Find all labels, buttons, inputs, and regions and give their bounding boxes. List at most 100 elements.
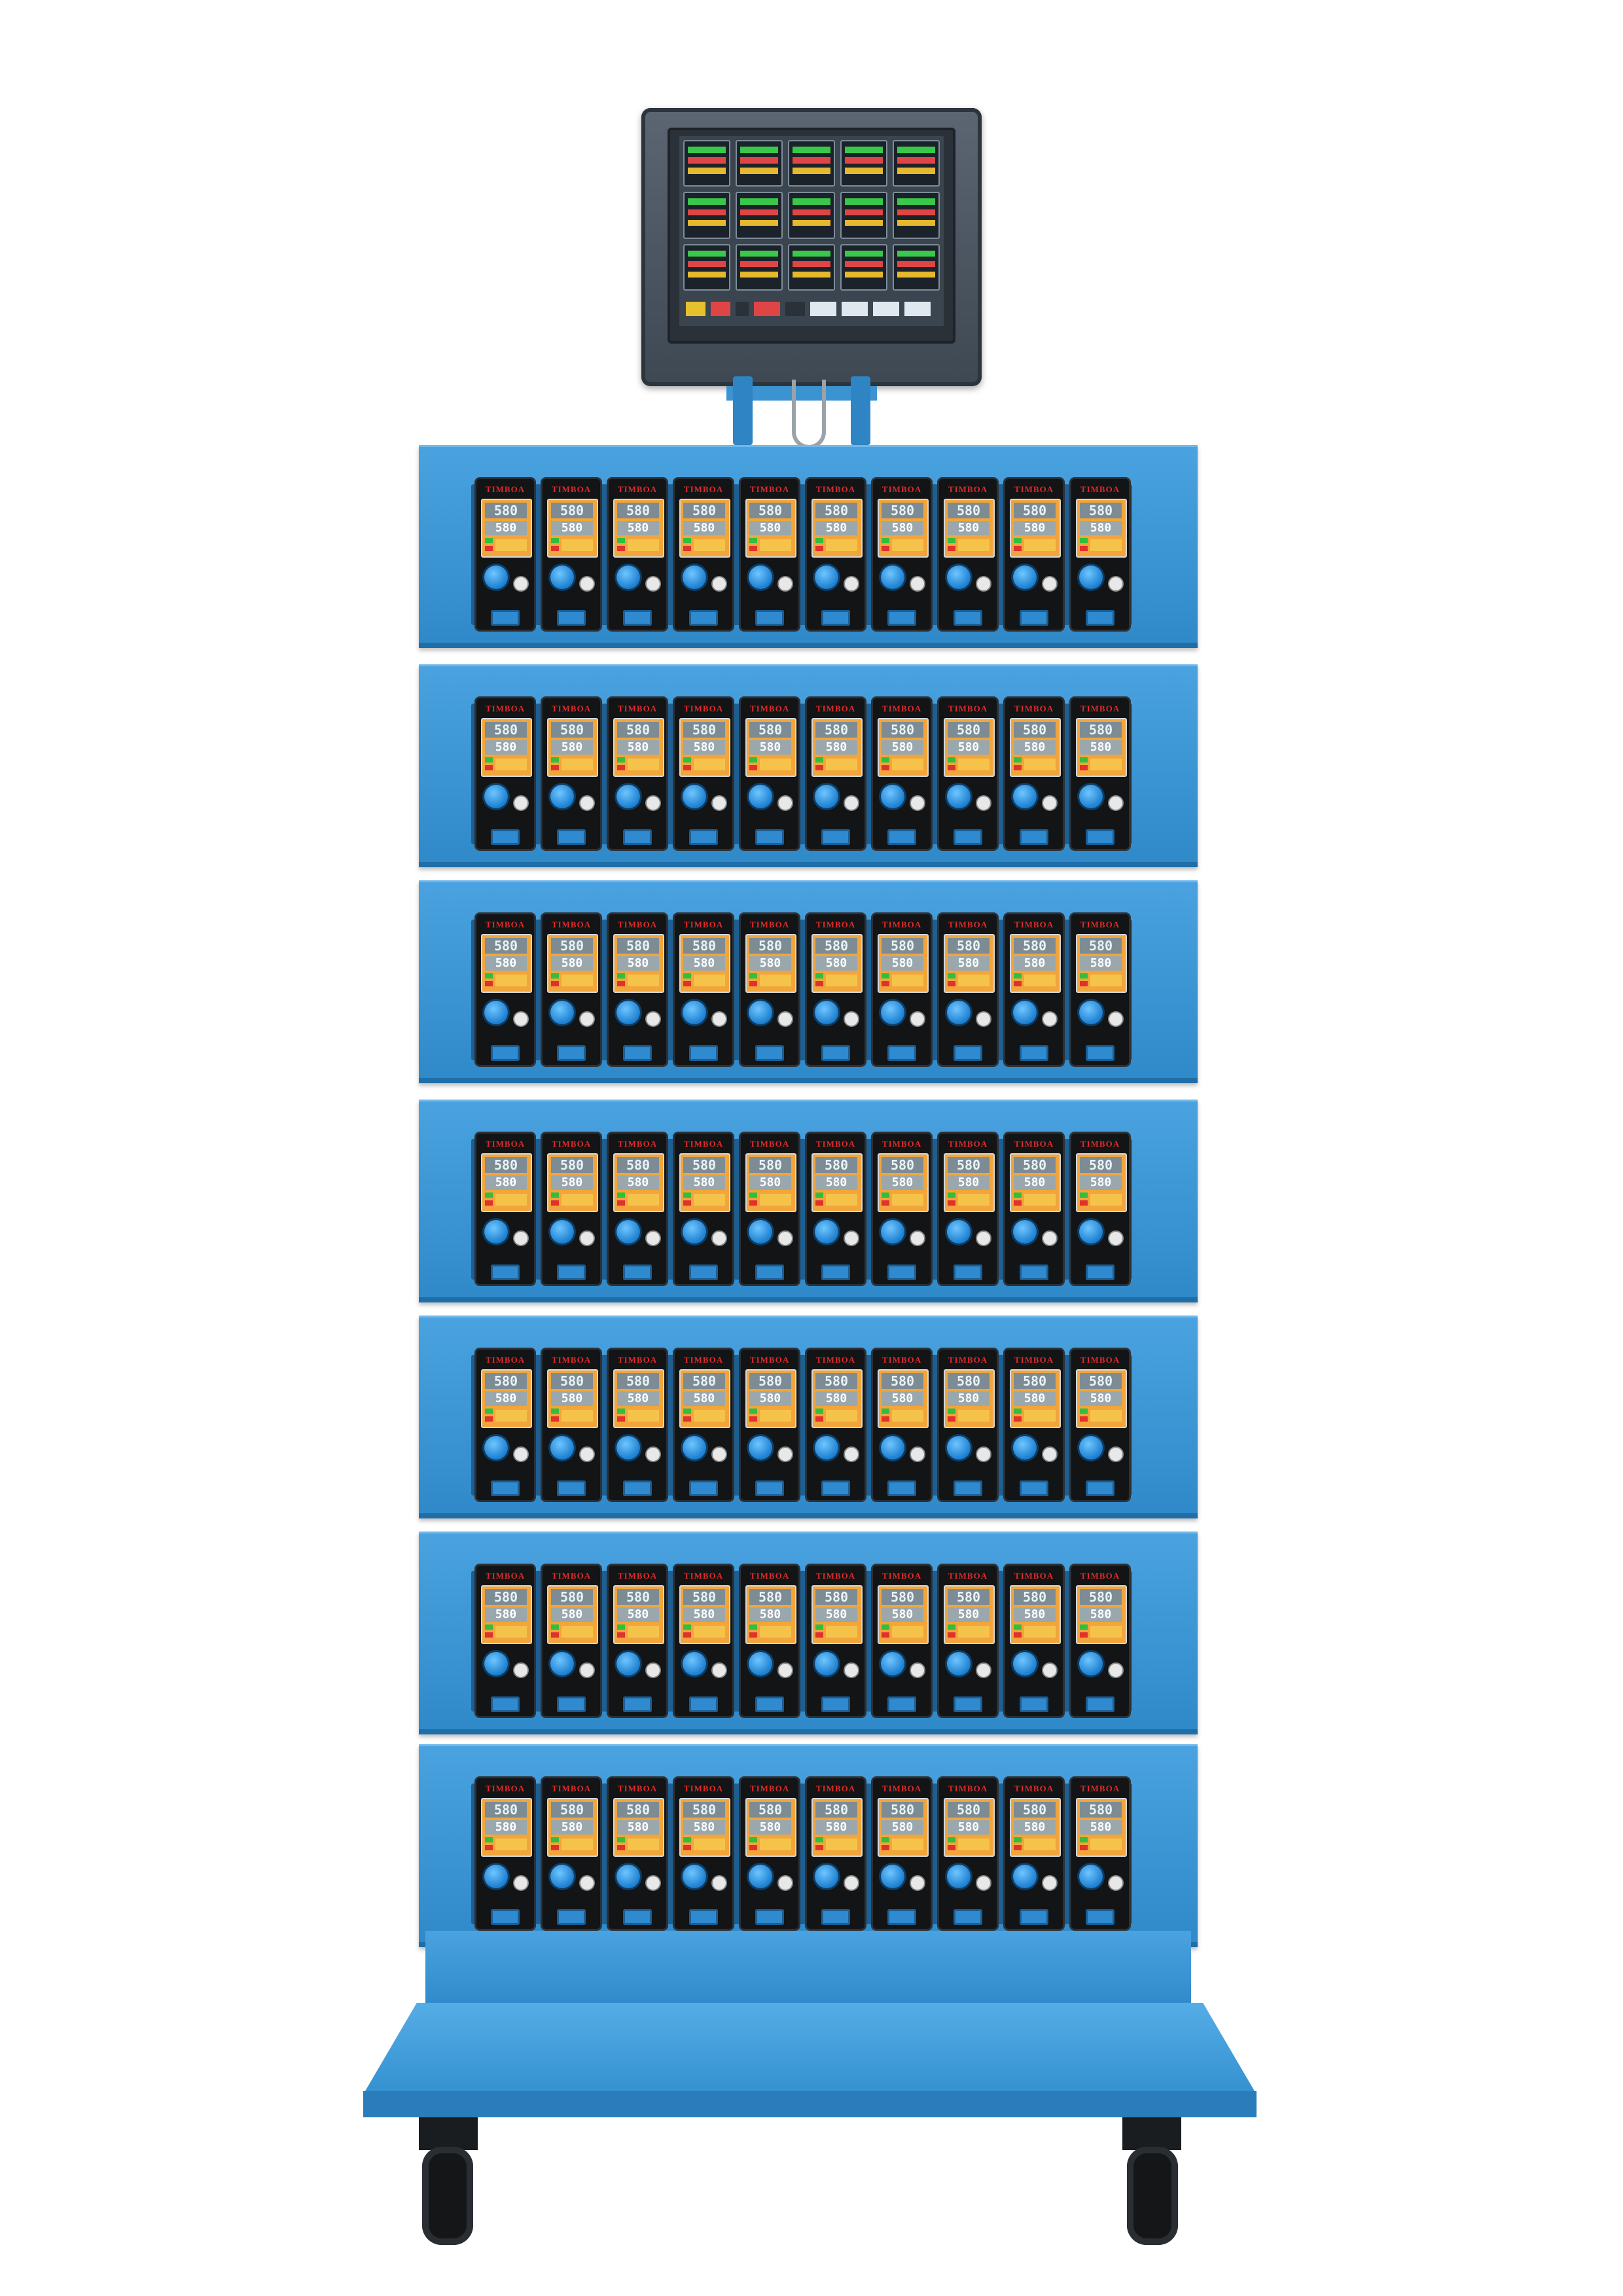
rotary-knob-icon[interactable] bbox=[550, 785, 574, 808]
screen-status-indicator[interactable] bbox=[785, 302, 805, 316]
round-button-icon[interactable] bbox=[647, 1664, 660, 1677]
rotary-knob-icon[interactable] bbox=[683, 565, 706, 589]
rotary-knob-icon[interactable] bbox=[683, 1001, 706, 1024]
round-button-icon[interactable] bbox=[845, 1664, 858, 1677]
screen-zone-tile[interactable] bbox=[683, 140, 730, 187]
rotary-knob-icon[interactable] bbox=[1013, 565, 1037, 589]
round-button-icon[interactable] bbox=[911, 577, 924, 590]
round-button-icon[interactable] bbox=[647, 577, 660, 590]
rotary-knob-icon[interactable] bbox=[616, 1865, 640, 1888]
round-button-icon[interactable] bbox=[514, 1232, 527, 1245]
round-button-icon[interactable] bbox=[977, 1448, 990, 1461]
touch-screen-display[interactable] bbox=[679, 136, 944, 326]
rotary-knob-icon[interactable] bbox=[1013, 1220, 1037, 1244]
rotary-knob-icon[interactable] bbox=[550, 1865, 574, 1888]
rotary-knob-icon[interactable] bbox=[815, 1865, 838, 1888]
round-button-icon[interactable] bbox=[911, 1448, 924, 1461]
round-button-icon[interactable] bbox=[1109, 1232, 1122, 1245]
screen-status-indicator[interactable] bbox=[754, 302, 780, 316]
rotary-knob-icon[interactable] bbox=[484, 1865, 508, 1888]
rotary-knob-icon[interactable] bbox=[616, 1001, 640, 1024]
round-button-icon[interactable] bbox=[911, 1232, 924, 1245]
round-button-icon[interactable] bbox=[580, 1013, 594, 1026]
round-button-icon[interactable] bbox=[713, 797, 726, 810]
rotary-knob-icon[interactable] bbox=[1013, 1865, 1037, 1888]
round-button-icon[interactable] bbox=[580, 1664, 594, 1677]
round-button-icon[interactable] bbox=[977, 577, 990, 590]
round-button-icon[interactable] bbox=[845, 1013, 858, 1026]
round-button-icon[interactable] bbox=[514, 797, 527, 810]
round-button-icon[interactable] bbox=[845, 1232, 858, 1245]
rotary-knob-icon[interactable] bbox=[616, 1652, 640, 1676]
screen-zone-tile[interactable] bbox=[736, 243, 783, 291]
round-button-icon[interactable] bbox=[580, 577, 594, 590]
rotary-knob-icon[interactable] bbox=[815, 565, 838, 589]
screen-zone-tile[interactable] bbox=[840, 243, 887, 291]
rotary-knob-icon[interactable] bbox=[1079, 1652, 1103, 1676]
round-button-icon[interactable] bbox=[911, 1664, 924, 1677]
rotary-knob-icon[interactable] bbox=[1013, 1001, 1037, 1024]
round-button-icon[interactable] bbox=[977, 1664, 990, 1677]
rotary-knob-icon[interactable] bbox=[947, 1001, 971, 1024]
round-button-icon[interactable] bbox=[1043, 577, 1056, 590]
screen-zone-tile[interactable] bbox=[840, 140, 887, 187]
rotary-knob-icon[interactable] bbox=[881, 1865, 904, 1888]
round-button-icon[interactable] bbox=[911, 1013, 924, 1026]
round-button-icon[interactable] bbox=[977, 1013, 990, 1026]
round-button-icon[interactable] bbox=[1109, 577, 1122, 590]
rotary-knob-icon[interactable] bbox=[749, 785, 772, 808]
rotary-knob-icon[interactable] bbox=[484, 1001, 508, 1024]
round-button-icon[interactable] bbox=[779, 577, 792, 590]
round-button-icon[interactable] bbox=[713, 1876, 726, 1890]
rotary-knob-icon[interactable] bbox=[947, 1436, 971, 1460]
round-button-icon[interactable] bbox=[580, 797, 594, 810]
rotary-knob-icon[interactable] bbox=[616, 1220, 640, 1244]
round-button-icon[interactable] bbox=[514, 1664, 527, 1677]
rotary-knob-icon[interactable] bbox=[881, 1001, 904, 1024]
screen-zone-tile[interactable] bbox=[683, 243, 730, 291]
screen-status-indicator[interactable] bbox=[904, 302, 931, 316]
rotary-knob-icon[interactable] bbox=[683, 1220, 706, 1244]
rotary-knob-icon[interactable] bbox=[749, 1220, 772, 1244]
rotary-knob-icon[interactable] bbox=[815, 1436, 838, 1460]
rotary-knob-icon[interactable] bbox=[1013, 1652, 1037, 1676]
round-button-icon[interactable] bbox=[779, 1664, 792, 1677]
round-button-icon[interactable] bbox=[1109, 1448, 1122, 1461]
round-button-icon[interactable] bbox=[1043, 1448, 1056, 1461]
round-button-icon[interactable] bbox=[1109, 1013, 1122, 1026]
rotary-knob-icon[interactable] bbox=[550, 1001, 574, 1024]
